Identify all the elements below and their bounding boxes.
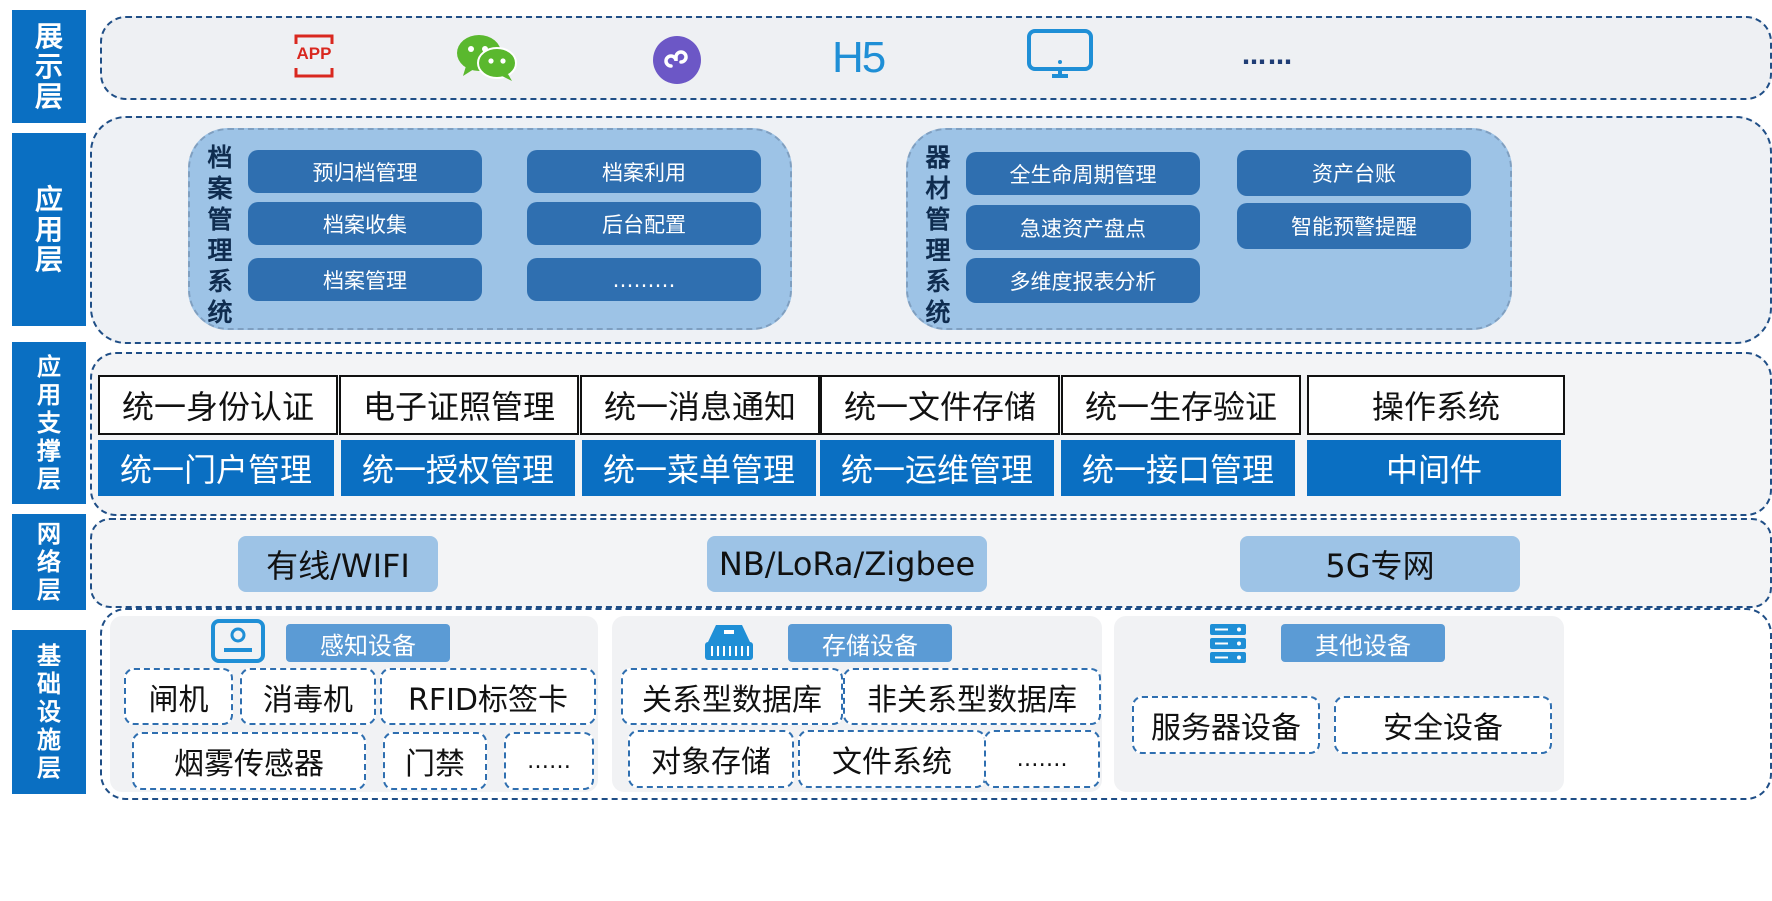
display-layer-box [100,16,1772,100]
device-file-system[interactable]: 文件系统 [798,730,986,788]
archive-item-utilization[interactable]: 档案利用 [527,150,761,193]
device-relational-db[interactable]: 关系型数据库 [621,668,843,725]
archive-item-backend-config[interactable]: 后台配置 [527,202,761,245]
perception-tag: 感知设备 [286,624,450,662]
network-5g[interactable]: 5G专网 [1240,536,1520,592]
h5-icon-label: H5 [832,33,886,82]
support-portal-mgmt[interactable]: 统一门户管理 [98,440,334,496]
equipment-item-ledger[interactable]: 资产台账 [1237,150,1471,196]
layer-label-support: 应用支撑层 [12,342,86,504]
support-survival-verify[interactable]: 统一生存验证 [1061,375,1301,435]
app-icon[interactable]: APP [290,30,338,82]
app-icon-label: APP [296,44,332,63]
wechat-icon[interactable] [456,34,518,82]
monitor-icon[interactable] [1026,28,1094,82]
layer-label-network: 网络层 [12,514,86,610]
storage-device-icon [702,622,756,662]
equipment-item-inventory[interactable]: 急速资产盘点 [966,205,1200,250]
equipment-item-lifecycle[interactable]: 全生命周期管理 [966,152,1200,195]
equipment-system-title: 器材管理系统 [925,143,951,327]
support-identity-auth[interactable]: 统一身份认证 [98,375,338,435]
device-more-storage[interactable]: ……. [984,730,1100,788]
device-access-control[interactable]: 门禁 [383,732,487,790]
support-ops-mgmt[interactable]: 统一运维管理 [820,440,1054,496]
h5-icon[interactable]: H5 [832,34,894,82]
sensor-device-icon [210,618,266,664]
other-device-tag: 其他设备 [1281,624,1445,662]
support-message-notice[interactable]: 统一消息通知 [580,375,820,435]
archive-item-collection[interactable]: 档案收集 [248,202,482,245]
device-security[interactable]: 安全设备 [1334,696,1552,754]
device-smoke-sensor[interactable]: 烟雾传感器 [132,732,366,790]
layer-label-infrastructure: 基础设施层 [12,630,86,794]
archive-item-pre-archive[interactable]: 预归档管理 [248,150,482,193]
network-wired-wifi[interactable]: 有线/WIFI [238,536,438,592]
layer-label-application: 应用层 [12,133,86,326]
storage-tag: 存储设备 [788,624,952,662]
archive-item-more[interactable]: ……… [527,258,761,301]
device-nonrelational-db[interactable]: 非关系型数据库 [843,668,1101,725]
support-os[interactable]: 操作系统 [1307,375,1565,435]
equipment-item-report[interactable]: 多维度报表分析 [966,258,1200,303]
support-menu-mgmt[interactable]: 统一菜单管理 [582,440,816,496]
archive-system-title: 档案管理系统 [207,143,233,327]
support-middleware[interactable]: 中间件 [1307,440,1561,496]
device-rfid[interactable]: RFID标签卡 [380,668,596,725]
network-nb-lora-zigbee[interactable]: NB/LoRa/Zigbee [707,536,987,592]
device-gate[interactable]: 闸机 [124,668,233,725]
device-disinfector[interactable]: 消毒机 [240,668,376,725]
equipment-item-warning[interactable]: 智能预警提醒 [1237,203,1471,249]
support-interface-mgmt[interactable]: 统一接口管理 [1061,440,1295,496]
server-icon [1208,622,1248,666]
archive-item-management[interactable]: 档案管理 [248,258,482,301]
device-object-storage[interactable]: 对象存储 [628,730,794,788]
mini-program-icon[interactable] [652,35,702,85]
layer-label-display: 展示层 [12,10,86,123]
device-server[interactable]: 服务器设备 [1132,696,1320,754]
support-file-storage[interactable]: 统一文件存储 [820,375,1060,435]
support-auth-mgmt[interactable]: 统一授权管理 [341,440,575,496]
display-more: …… [1242,42,1294,70]
support-e-license[interactable]: 电子证照管理 [339,375,579,435]
device-more-perception[interactable]: …… [504,732,594,790]
